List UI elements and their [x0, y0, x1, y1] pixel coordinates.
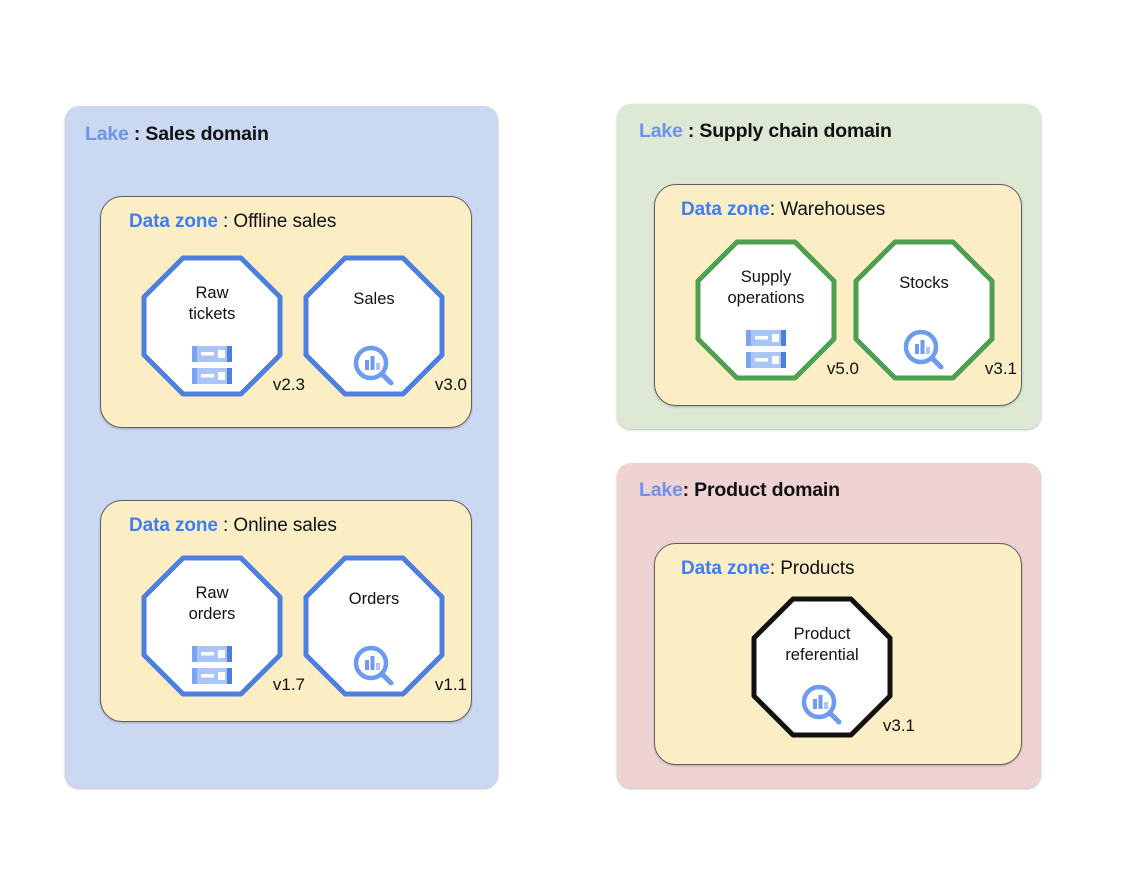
lake-kind-label: Lake	[639, 120, 683, 142]
octagon-shape	[303, 255, 445, 397]
data-product-version: v5.0	[826, 359, 859, 378]
analytics-search-icon	[351, 645, 397, 689]
analytics-search-icon	[351, 345, 397, 389]
data-product-label: Supply operations	[727, 268, 805, 307]
data-zone-warehouses[interactable]: Data zone: Warehouses Supply operations	[654, 184, 1022, 406]
lake-separator: :	[128, 123, 146, 145]
zone-title-online-sales: Data zone : Online sales	[129, 515, 337, 537]
data-product-sales[interactable]: Sales v3.0	[303, 255, 467, 397]
octagon-shape	[751, 596, 893, 738]
database-icon	[189, 643, 235, 687]
octagon-shape	[695, 239, 837, 381]
octagon-shape	[141, 555, 283, 697]
lake-separator: :	[682, 120, 700, 142]
zone-separator: :	[769, 199, 781, 220]
data-product-version: v3.1	[882, 716, 915, 735]
data-product-stocks[interactable]: Stocks v3.1	[853, 239, 1017, 381]
lake-panel-supply-chain[interactable]: Lake : Supply chain domain Data zone: Wa…	[617, 104, 1041, 429]
zone-name-label: Products	[780, 558, 855, 579]
data-product-label: Product referential	[785, 625, 859, 664]
data-product-version: v2.3	[272, 375, 305, 394]
data-product-label: Sales	[353, 290, 395, 308]
data-product-label: Stocks	[899, 274, 949, 292]
data-zone-online-sales[interactable]: Data zone : Online sales Raw orders	[100, 500, 472, 722]
data-product-raw-tickets[interactable]: Raw tickets v2.3	[141, 255, 305, 397]
data-product-orders[interactable]: Orders v1.1	[303, 555, 467, 697]
data-product-product-referential[interactable]: Product referential v3.1	[751, 596, 915, 738]
octagon-shape	[141, 255, 283, 397]
zone-kind-label: Data zone	[129, 211, 218, 232]
lake-panel-product[interactable]: Lake: Product domain Data zone: Products…	[617, 463, 1041, 788]
lake-kind-label: Lake	[639, 479, 683, 501]
lake-title-product: Lake: Product domain	[639, 479, 840, 502]
lake-title-sales: Lake : Sales domain	[85, 123, 269, 146]
data-zone-offline-sales[interactable]: Data zone : Offline sales Raw tickets	[100, 196, 472, 428]
data-product-version: v1.7	[272, 675, 305, 694]
data-product-version: v3.1	[984, 359, 1017, 378]
zone-separator: :	[217, 515, 234, 536]
lake-name-label: Product domain	[694, 479, 840, 501]
data-zone-products[interactable]: Data zone: Products Product referential …	[654, 543, 1022, 765]
octagon-shape	[853, 239, 995, 381]
database-icon	[743, 327, 789, 371]
zone-title-warehouses: Data zone: Warehouses	[681, 199, 885, 221]
zone-separator: :	[217, 211, 234, 232]
zone-name-label: Online sales	[233, 515, 337, 536]
analytics-search-icon	[901, 329, 947, 373]
data-product-version: v3.0	[434, 375, 467, 394]
analytics-search-icon	[799, 684, 845, 728]
zone-separator: :	[769, 558, 781, 579]
data-product-version: v1.1	[434, 675, 467, 694]
database-icon	[189, 343, 235, 387]
lake-kind-label: Lake	[85, 123, 129, 145]
zone-kind-label: Data zone	[681, 558, 770, 579]
lake-title-supply-chain: Lake : Supply chain domain	[639, 120, 892, 143]
data-product-label: Raw tickets	[188, 284, 236, 323]
octagon-shape	[303, 555, 445, 697]
zone-kind-label: Data zone	[129, 515, 218, 536]
lake-name-label: Sales domain	[145, 123, 269, 145]
data-product-label: Orders	[348, 590, 400, 608]
zone-kind-label: Data zone	[681, 199, 770, 220]
lake-name-label: Supply chain domain	[699, 120, 892, 142]
data-product-raw-orders[interactable]: Raw orders v1.7	[141, 555, 305, 697]
zone-name-label: Offline sales	[233, 211, 337, 232]
lake-panel-sales[interactable]: Lake : Sales domain Data zone : Offline …	[65, 106, 498, 788]
lake-separator: :	[682, 479, 695, 501]
data-product-supply-operations[interactable]: Supply operations v5.0	[695, 239, 859, 381]
zone-title-products: Data zone: Products	[681, 558, 854, 580]
data-product-label: Raw orders	[188, 584, 236, 623]
zone-name-label: Warehouses	[780, 199, 886, 220]
zone-title-offline-sales: Data zone : Offline sales	[129, 211, 336, 233]
